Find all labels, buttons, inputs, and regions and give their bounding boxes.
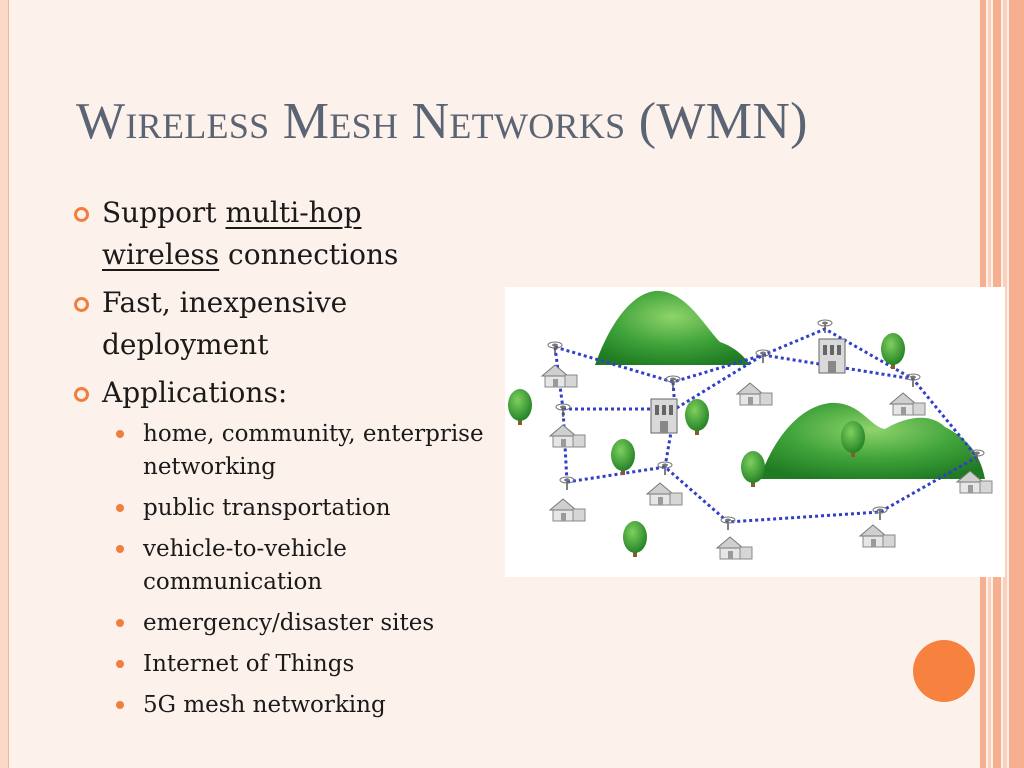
- bullet-dot-icon: [116, 701, 124, 709]
- bullet-dot-icon: [116, 660, 124, 668]
- bullet-applications: Applications: home, community, enterpris…: [72, 372, 492, 722]
- sub-bullet: emergency/disaster sites: [72, 607, 492, 640]
- bullet-dot-icon: [116, 430, 124, 438]
- decorative-stripe: [1009, 0, 1024, 768]
- sub-bullet-text: 5G mesh networking: [143, 692, 386, 718]
- sub-bullet-text: public transportation: [143, 495, 391, 521]
- bullet-circle-icon: [74, 207, 89, 222]
- bullet-text-suffix: connections: [219, 238, 399, 271]
- bullet-circle-icon: [74, 387, 89, 402]
- sub-bullet: home, community, enterprise networking: [72, 418, 492, 484]
- sub-bullet-text: home, community, enterprise networking: [143, 421, 484, 480]
- bullet-text-prefix: Support: [102, 196, 226, 229]
- sub-bullet: public transportation: [72, 492, 492, 525]
- bullet-dot-icon: [116, 504, 124, 512]
- underlined-term-wireless: wireless: [102, 238, 220, 271]
- sub-bullet: 5G mesh networking: [72, 689, 492, 722]
- bullet-dot-icon: [116, 619, 124, 627]
- sub-bullet: vehicle-to-vehicle communication: [72, 533, 492, 599]
- bullet-dot-icon: [116, 545, 124, 553]
- bullet-text: Fast, inexpensive deployment: [102, 286, 348, 361]
- underlined-term-multi-hop: multi-hop: [225, 196, 362, 229]
- bullet-deployment: Fast, inexpensive deployment: [72, 282, 492, 366]
- left-border: [0, 0, 9, 768]
- mesh-network-illustration: [505, 287, 1005, 577]
- mesh-network-svg: [508, 290, 993, 560]
- bullet-circle-icon: [74, 297, 89, 312]
- sub-bullet: Internet of Things: [72, 648, 492, 681]
- sub-bullet-text: emergency/disaster sites: [143, 610, 435, 636]
- hills: [595, 290, 985, 479]
- applications-sublist: home, community, enterprise networking p…: [72, 418, 492, 722]
- slide-title: Wireless Mesh Networks (WMN): [76, 93, 808, 150]
- sub-bullet-text: vehicle-to-vehicle communication: [143, 536, 347, 595]
- decorative-stripe: [1003, 0, 1007, 768]
- bullet-text: Applications:: [102, 376, 288, 409]
- decorative-orange-circle: [913, 640, 975, 702]
- sub-bullet-text: Internet of Things: [143, 651, 355, 677]
